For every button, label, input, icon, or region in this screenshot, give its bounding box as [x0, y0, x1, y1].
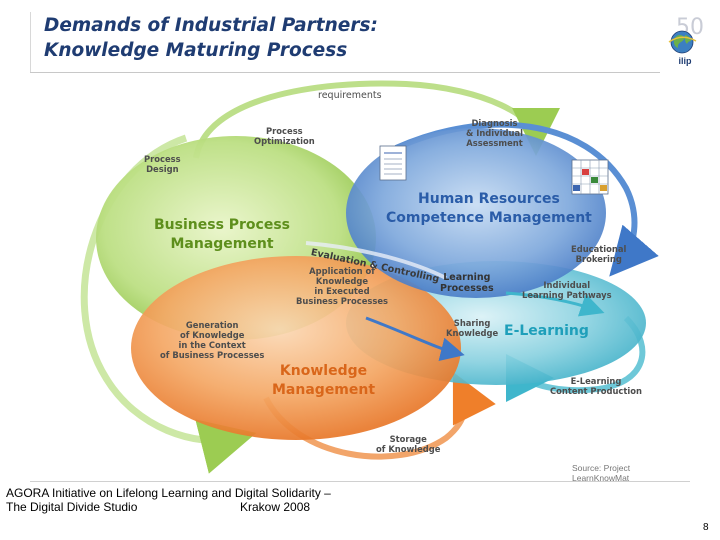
globe-icon: 50 — [668, 15, 704, 54]
footer-divider — [30, 481, 690, 482]
storage-label: Storage of Knowledge — [376, 434, 441, 454]
footer-text: AGORA Initiative on Lifelong Learning an… — [6, 486, 331, 514]
application-label: Application of Knowledge in Executed Bus… — [296, 266, 389, 306]
pathway-arrow — [505, 291, 605, 317]
knowledge-management-blob — [131, 256, 461, 440]
page-number: 8 — [703, 522, 709, 533]
individual-pathways-label: Individual Learning Pathways — [522, 280, 612, 300]
title-divider — [30, 72, 660, 73]
km-title: Knowledge Management — [272, 363, 376, 398]
learning-processes-label: Learning Processes — [440, 272, 494, 294]
title-line-2: Knowledge Maturing Process — [44, 40, 348, 61]
diagnosis-label: Diagnosis & Individual Assessment — [466, 118, 523, 148]
footer-place: Krakow 2008 — [240, 500, 311, 514]
source-caption: Source: Project LearnKnowMat — [572, 463, 631, 483]
sharing-arrow — [365, 316, 465, 361]
elearning-title: E-Learning — [504, 323, 589, 339]
generation-label: Generation of Knowledge in the Context o… — [160, 320, 265, 360]
organization-logo: 50 ilip — [660, 12, 710, 72]
footer-line-1: AGORA Initiative on Lifelong Learning an… — [6, 486, 331, 500]
hr-competence-title: Human Resources Competence Management — [386, 191, 592, 226]
bpm-title: Business Process Management — [154, 217, 291, 252]
educational-brokering-label: Educational Brokering — [571, 244, 627, 264]
process-design-label: Process Design — [144, 154, 181, 174]
elearning-content-label: E-Learning Content Production — [550, 376, 642, 396]
requirements-label: requirements — [318, 90, 382, 101]
diagram-shapes — [80, 80, 659, 474]
evaluation-arrow — [305, 241, 447, 280]
process-optimization-label: Process Optimization — [254, 126, 315, 146]
logo-text: ilip — [678, 56, 692, 66]
requirements-arrow — [193, 80, 560, 159]
title-line-1: Demands of Industrial Partners: — [44, 15, 378, 36]
knowledge-maturing-diagram: requirements Process Optimization Diagno… — [66, 78, 686, 483]
sharing-knowledge-label: Sharing Knowledge — [446, 318, 499, 338]
footer-line-2: The Digital Divide Studio — [6, 500, 138, 514]
title-divider-vertical — [30, 12, 31, 72]
competence-table-icon — [571, 159, 609, 195]
hr-blob — [346, 128, 606, 298]
slide-title: Demands of Industrial Partners: Knowledg… — [44, 13, 604, 63]
checklist-icon — [379, 145, 407, 181]
